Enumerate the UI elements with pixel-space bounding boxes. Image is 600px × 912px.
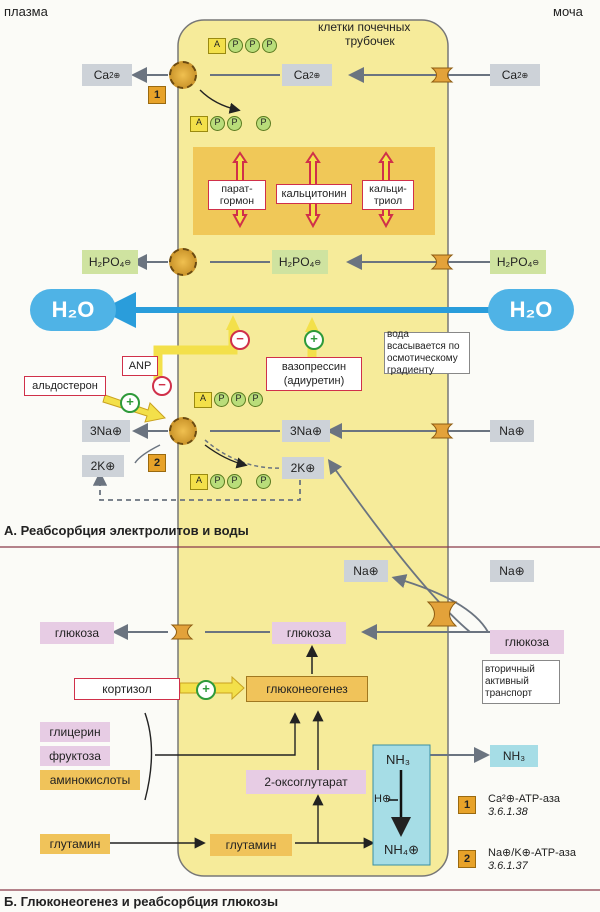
glutamine-plasma: глутамин [40,834,110,854]
amino-acids-box: аминокислоты [40,770,140,790]
legend-2-name: Na⊕/K⊕-ATP-аза [488,847,576,859]
nh3-urine: NH₃ [490,745,538,767]
phosphate-cell: H₂PO₄⊖ [272,250,328,274]
glutamine-cell: глутамин [210,834,292,856]
minus-icon: − [152,376,172,396]
aldosterone-box: альдостерон [24,376,106,396]
h-label: H⊕ [374,793,392,805]
water-urine: H₂O [488,289,574,331]
glycerol-box: глицерин [40,722,110,742]
legend-2-badge: 2 [458,850,476,868]
urine-label: моча [553,4,583,19]
section-b-title: Б. Глюконеогенез и реабсорбция глюкозы [4,894,279,909]
legend-1-badge: 1 [458,796,476,814]
na-urine-b: Na⊕ [490,560,534,582]
water-note: вода всасывается по осмотическому градие… [384,329,470,376]
atp-group-1: A P P P [208,38,277,54]
anp-box: ANP [122,356,158,376]
cells-label-line2: трубочек [345,34,395,48]
pump-2-badge: 2 [148,454,166,472]
na-k-pump [169,417,197,445]
minus-icon: − [230,330,250,350]
glucose-urine: глюкоза [490,630,564,654]
phosphate-urine: H₂PO₄⊖ [490,250,546,274]
na-cell-b: Na⊕ [344,560,388,582]
plus-icon: + [304,330,324,350]
phosphate-plasma: H₂PO₄⊖ [82,250,138,274]
legend-2-ec: 3.6.1.37 [488,860,528,872]
calcitriol-box: кальци-триол [362,180,414,210]
nh3-label: NH₃ [386,752,411,767]
plasma-label: плазма [4,4,48,19]
parathormone-box: парат-гормон [208,180,266,210]
gluconeogenesis-box: глюконеогенез [246,676,368,702]
plus-icon: + [196,680,216,700]
na-plasma: 3Na⊕ [82,420,130,442]
cortisol-box: кортизол [74,678,180,700]
k-cell: 2K⊕ [282,457,324,479]
na-cell: 3Na⊕ [282,420,330,442]
glucose-plasma: глюкоза [40,622,114,644]
pump-1-badge: 1 [148,86,166,104]
na-urine: Na⊕ [490,420,534,442]
atp-group-2: A P P P [194,392,263,408]
legend-1-name: Ca²⊕-ATP-аза [488,793,560,805]
section-a-title: А. Реабсорбция электролитов и воды [4,523,249,538]
transport-note: вторичный активный транспорт [482,660,560,704]
vasopressin-box: вазопрессин (адиуретин) [266,357,362,391]
water-plasma: H₂O [30,289,116,331]
ca-pump [169,61,197,89]
cells-label-line1: клетки почечных [318,20,411,34]
legend-1-ec: 3.6.1.38 [488,806,528,818]
nh4-label: NH₄⊕ [384,842,419,857]
calcitonin-box: кальцитонин [276,184,352,204]
k-plasma: 2K⊕ [82,455,124,477]
fructose-box: фруктоза [40,746,110,766]
plus-icon: + [120,393,140,413]
adp-group-2: A P P P [190,474,271,490]
glucose-cell: глюкоза [272,622,346,644]
phosphate-pump [169,248,197,276]
adp-group-1: A P P P [190,116,271,132]
oxoglutarate-box: 2-оксоглутарат [246,770,366,794]
